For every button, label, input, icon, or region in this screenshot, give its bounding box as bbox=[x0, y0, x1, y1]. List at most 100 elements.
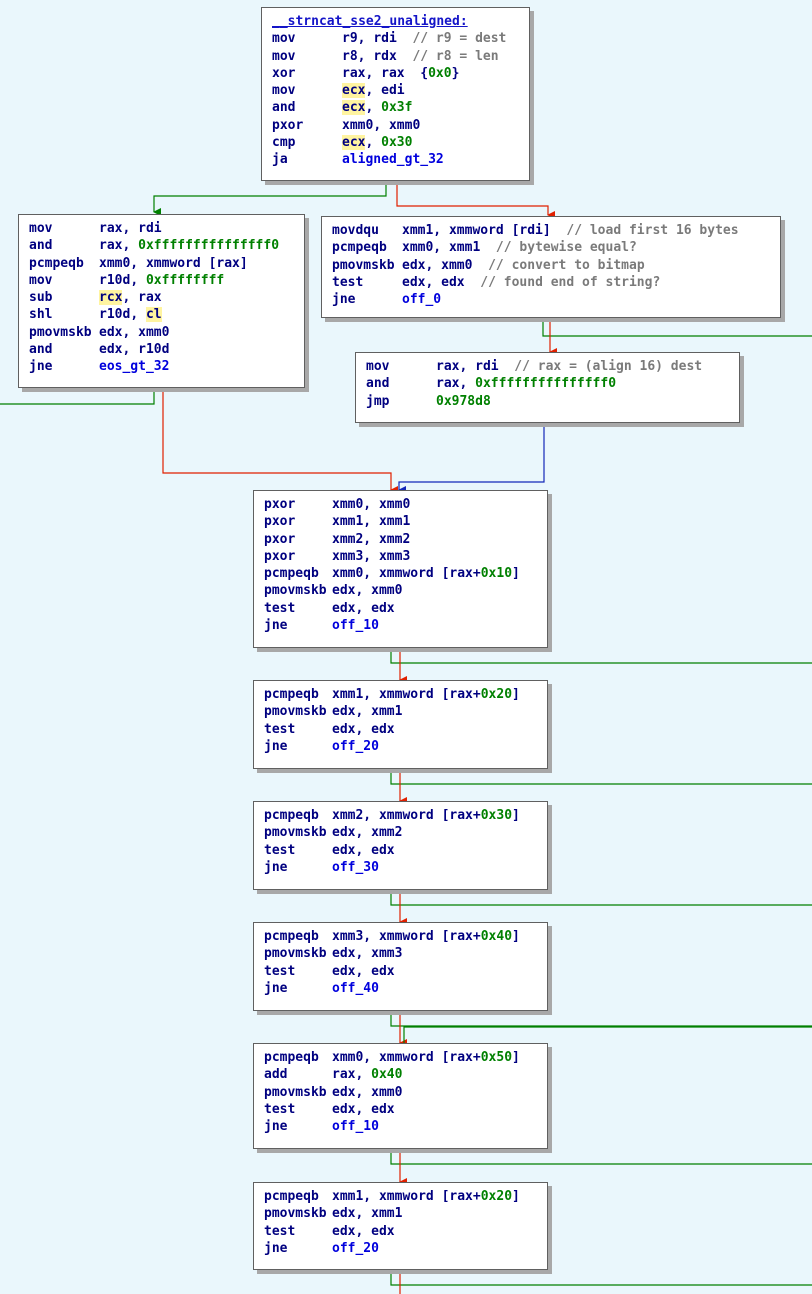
operand-register[interactable]: edx, edx bbox=[332, 963, 395, 979]
operand-register[interactable]: edx, xmm0 bbox=[402, 257, 473, 273]
operand-register[interactable]: ] bbox=[512, 1050, 520, 1065]
branch-target-label[interactable]: off_30 bbox=[332, 859, 379, 875]
operand-register[interactable]: rax bbox=[332, 1067, 356, 1083]
operand-register[interactable]: xmm2, xmmword [rax+ bbox=[332, 808, 481, 823]
operand-register[interactable]: xmm1, xmmword [rax+ bbox=[332, 687, 481, 702]
operand-register[interactable]: xmm0 bbox=[342, 117, 374, 133]
operand-register[interactable]: edx, edx bbox=[332, 842, 395, 858]
operand-register[interactable]: ] bbox=[512, 929, 520, 944]
operand-register[interactable]: xmm2, xmm2 bbox=[332, 531, 411, 547]
operand-register[interactable]: r10d bbox=[138, 342, 170, 358]
operand-register[interactable]: ] bbox=[512, 808, 520, 823]
operand-register[interactable]: ecx bbox=[342, 83, 366, 99]
operand-register[interactable]: xmm1, xmm1 bbox=[332, 514, 411, 530]
operand-register[interactable]: edx, xmm2 bbox=[332, 825, 403, 841]
operand-register[interactable]: rcx bbox=[99, 290, 123, 306]
operand-register[interactable]: edi bbox=[381, 83, 405, 99]
branch-target-label[interactable]: off_0 bbox=[402, 292, 442, 308]
operand-register[interactable]: ] bbox=[512, 566, 520, 582]
branch-target-label[interactable]: off_20 bbox=[332, 738, 379, 754]
operand-register[interactable]: ecx bbox=[342, 135, 366, 151]
operand-register[interactable]: xmm3, xmmword [rax+ bbox=[332, 929, 481, 944]
operand-register[interactable]: xmm0, xmm1 bbox=[402, 240, 481, 256]
branch-target-label[interactable]: off_10 bbox=[332, 1119, 379, 1135]
operand-register[interactable]: rdi bbox=[373, 31, 397, 47]
operand-register[interactable]: xmm0, xmmword [rax+ bbox=[332, 1050, 481, 1065]
operand-register[interactable]: ecx bbox=[342, 100, 366, 116]
operand-register[interactable]: edx, edx bbox=[402, 274, 465, 290]
branch-target-label[interactable]: aligned_gt_32 bbox=[342, 152, 444, 168]
function-name-label[interactable]: __strncat_sse2_unaligned: bbox=[272, 14, 468, 29]
operand-register[interactable]: edx, edx bbox=[332, 600, 395, 616]
operand-register[interactable]: edx bbox=[99, 342, 123, 358]
branch-target-label[interactable]: off_20 bbox=[332, 1240, 379, 1256]
operand-register[interactable]: edx, xmm1 bbox=[332, 704, 403, 720]
operand-register[interactable]: edx, xmm1 bbox=[332, 1206, 403, 1222]
operand-register[interactable]: r8 bbox=[342, 48, 358, 64]
operand-register[interactable]: rdx bbox=[373, 48, 397, 64]
operand-register[interactable]: edx, edx bbox=[332, 1223, 395, 1239]
operand-register[interactable]: edx, xmm0 bbox=[99, 324, 170, 340]
operand-register[interactable]: edx, edx bbox=[332, 721, 395, 737]
operand-register[interactable]: xmm0, xmm0 bbox=[332, 497, 411, 512]
operand-register[interactable]: r10d bbox=[99, 307, 131, 323]
operand-register[interactable]: xmm1, xmmword [rax+ bbox=[332, 1189, 481, 1204]
operand-register[interactable]: rax bbox=[381, 65, 405, 81]
branch-target-label[interactable]: off_10 bbox=[332, 618, 379, 634]
operand-register[interactable]: rax bbox=[99, 221, 123, 236]
operand-register[interactable]: rax bbox=[436, 376, 460, 392]
operand-register[interactable]: edx, xmm0 bbox=[332, 583, 403, 599]
operand-register[interactable]: xmm0, xmmword [rax+ bbox=[332, 566, 481, 582]
operand-register[interactable]: rdi bbox=[138, 221, 162, 236]
operand-register[interactable]: edx, xmm3 bbox=[332, 946, 403, 962]
